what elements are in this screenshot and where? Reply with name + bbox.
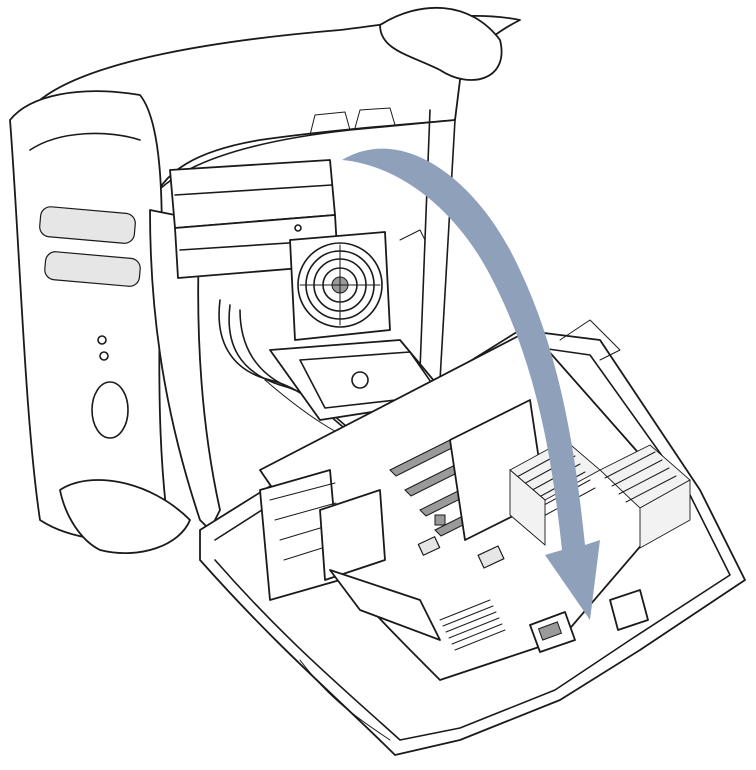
card-guide-bracket <box>259 469 441 641</box>
cooling-fan <box>289 231 391 341</box>
case-top-handle <box>39 6 521 211</box>
optical-drive-bay <box>169 159 339 279</box>
logic-board-connector <box>529 611 576 653</box>
heat-sink-right <box>599 444 691 549</box>
power-button-icon <box>91 381 129 439</box>
case-front-panel <box>9 90 191 554</box>
rotation-direction-arrow <box>342 148 600 620</box>
internal-cables <box>218 299 381 451</box>
drive-bay-slot <box>39 206 136 244</box>
power-led-icon <box>97 335 107 345</box>
ram-slot-stripes <box>439 599 506 651</box>
drive-bay-slot <box>44 251 141 287</box>
